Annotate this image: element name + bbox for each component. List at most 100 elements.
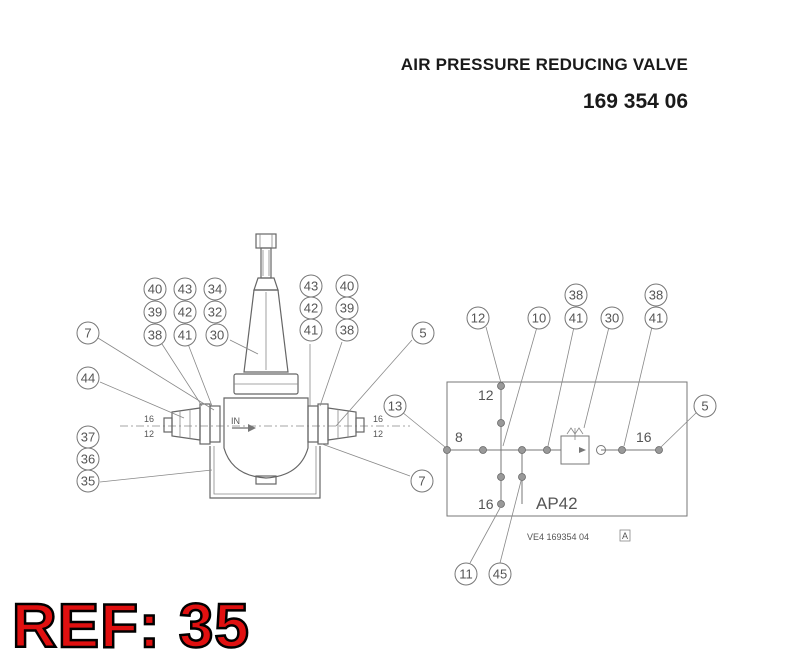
- part-number: 169 354 06: [582, 90, 688, 113]
- svg-text:41: 41: [649, 311, 663, 326]
- svg-text:40: 40: [340, 279, 354, 294]
- svg-text:32: 32: [208, 305, 222, 320]
- valve-leaders: [97, 337, 413, 483]
- callout-40-right: 40: [335, 274, 359, 298]
- port-16-bottom: [497, 500, 505, 508]
- callout-36: 36: [76, 447, 100, 471]
- svg-text:41: 41: [569, 311, 583, 326]
- port-16-bottom-label: 16: [478, 496, 494, 512]
- schematic-callout-45: 45: [488, 562, 512, 586]
- valve-body: [223, 397, 309, 479]
- svg-text:13: 13: [388, 399, 402, 414]
- callout-42-right: 42: [299, 296, 323, 320]
- bonnet-body: [243, 289, 289, 373]
- right-union: [327, 407, 357, 441]
- right-nut: [317, 403, 329, 445]
- schematic-callout-11: 11: [454, 562, 478, 586]
- svg-text:39: 39: [148, 305, 162, 320]
- svg-text:38: 38: [148, 328, 162, 343]
- svg-text:40: 40: [148, 282, 162, 297]
- port-8: [443, 446, 451, 454]
- callout-32: 32: [203, 300, 227, 324]
- valve-assembly: [120, 233, 410, 499]
- right-size-top: 16: [373, 414, 383, 424]
- port-16-right-label: 16: [636, 429, 652, 445]
- svg-text:38: 38: [340, 323, 354, 338]
- right-pipe-stub: [355, 417, 365, 433]
- schematic-callout-13: 13: [383, 394, 407, 418]
- left-pipe-stub: [163, 417, 173, 433]
- revision-letter: A: [622, 531, 628, 541]
- right-size-bottom: 12: [373, 429, 383, 439]
- svg-text:43: 43: [304, 279, 318, 294]
- svg-text:42: 42: [178, 305, 192, 320]
- port-12: [497, 382, 505, 390]
- inlet-label: IN: [231, 416, 240, 426]
- port-8-label: 8: [455, 429, 463, 445]
- svg-text:35: 35: [81, 474, 95, 489]
- callout-41-left: 41: [173, 323, 197, 347]
- svg-text:5: 5: [701, 399, 708, 414]
- callout-39-right: 39: [335, 296, 359, 320]
- callout-42-left: 42: [173, 300, 197, 324]
- svg-text:7: 7: [84, 326, 91, 341]
- callout-43-left: 43: [173, 277, 197, 301]
- schematic-callout-38-a: 38: [564, 283, 588, 307]
- callout-39-left: 39: [143, 300, 167, 324]
- svg-text:42: 42: [304, 301, 318, 316]
- svg-text:37: 37: [81, 430, 95, 445]
- callout-43-right: 43: [299, 274, 323, 298]
- right-adapter: [307, 405, 319, 443]
- left-nut: [199, 403, 211, 445]
- callout-34: 34: [203, 277, 227, 301]
- block-name: AP42: [536, 494, 578, 513]
- svg-text:38: 38: [569, 288, 583, 303]
- callout-35: 35: [76, 469, 100, 493]
- left-size-bottom: 12: [144, 429, 154, 439]
- schematic-callout-30: 30: [600, 306, 624, 330]
- mounting-bracket: [209, 446, 321, 499]
- svg-text:38: 38: [649, 288, 663, 303]
- callout-40-left: 40: [143, 277, 167, 301]
- revision-box: [619, 529, 631, 542]
- svg-text:7: 7: [418, 474, 425, 489]
- port-12-label: 12: [478, 387, 494, 403]
- bonnet-top: [253, 277, 279, 291]
- svg-text:30: 30: [210, 328, 224, 343]
- left-adapter: [209, 405, 221, 443]
- svg-text:43: 43: [178, 282, 192, 297]
- schematic-leaders: [401, 326, 698, 564]
- svg-text:5: 5: [419, 326, 426, 341]
- check-symbol: [596, 445, 606, 455]
- svg-text:41: 41: [178, 328, 192, 343]
- schematic-callout-41-a: 41: [564, 306, 588, 330]
- callout-7-bottom: 7: [410, 469, 434, 493]
- port-16-right: [655, 446, 663, 454]
- drawing-reference: VE4 169354 04: [527, 532, 589, 542]
- callout-5-top: 5: [411, 321, 435, 345]
- svg-text:45: 45: [493, 567, 507, 582]
- reference-label: REF: 35: [11, 591, 250, 663]
- drawing-title: AIR PRESSURE REDUCING VALVE: [400, 55, 688, 74]
- callout-37: 37: [76, 425, 100, 449]
- svg-text:10: 10: [532, 311, 546, 326]
- svg-text:44: 44: [81, 371, 95, 386]
- svg-text:41: 41: [304, 323, 318, 338]
- svg-text:34: 34: [208, 282, 222, 297]
- callout-41-right: 41: [299, 318, 323, 342]
- left-union: [171, 407, 201, 441]
- callout-7-top: 7: [76, 321, 100, 345]
- svg-text:30: 30: [605, 311, 619, 326]
- schematic-callout-38-b: 38: [644, 283, 668, 307]
- callout-30-left: 30: [205, 323, 229, 347]
- schematic-block: [443, 381, 688, 517]
- left-size-top: 16: [144, 414, 154, 424]
- schematic-callout-12: 12: [466, 306, 490, 330]
- schematic-callout-41-b: 41: [644, 306, 668, 330]
- callout-38-right: 38: [335, 318, 359, 342]
- callout-44: 44: [76, 366, 100, 390]
- svg-text:39: 39: [340, 301, 354, 316]
- drain-plug: [255, 475, 277, 485]
- svg-text:12: 12: [471, 311, 485, 326]
